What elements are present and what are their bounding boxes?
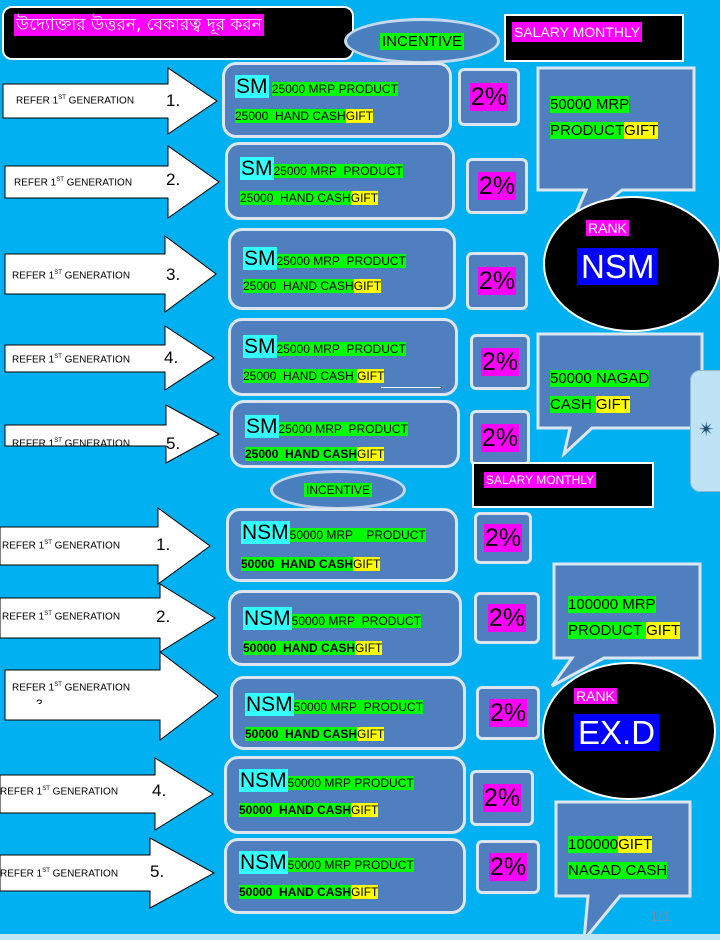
callout-nsm-reward1-text: 100000 MRP PRODUCT GIFT [568,596,681,639]
rank-name: EX.D [574,714,660,752]
percent-box: 2% [470,334,530,390]
rank-name: NSM [577,248,659,286]
nsm-card: NSM50000 MRP PRODUCT 50000 HAND CASHGIFT [226,508,458,582]
percent-box: 2% [476,686,540,740]
row-number: 3. [166,265,181,284]
nsm-card: NSM50000 MRP PRODUCT 50000 HAND CASHGIFT [224,756,466,834]
sm-card: SM 25000 MRP PRODUCT 25000 HAND CASHGIFT [222,62,452,138]
bottom-bar [0,934,720,940]
percent-box: 2% [466,252,528,310]
row-number: 4. [152,781,167,800]
arrow-sm-4 [4,325,215,391]
callout-sm-reward1-text: 50000 MRP PRODUCTGIFT [550,96,659,139]
row-number: 2. [166,170,181,189]
incentive-oval-top: INCENTIVE [344,18,500,64]
sm-card: SM25000 MRP PRODUCT 25000 HAND CASH GIFT [228,318,458,396]
arrow-nsm-1 [0,507,211,585]
row-number: 1. [156,535,171,554]
incentive-label: INCENTIVE [379,32,464,50]
side-panel-handle[interactable] [690,370,720,492]
arrow-sm-3 [4,235,217,313]
sm-card: SM25000 MRP PRODUCT 25000 HAND CASHGIFT [230,400,460,468]
page-title: উদ্যোক্তার উত্তরন, বেকারত্ব দূর করন [14,14,264,36]
row-number: 5. [150,862,165,881]
refer-label: REFER 1ST GENERATION [12,354,131,366]
refer-label: REFER 1ST GENERATION [2,540,121,552]
rank-label: RANK [574,688,617,704]
row-number: 4. [164,348,179,367]
row-number: 3. [36,697,46,704]
percent-box: 2% [476,840,540,894]
accessibility-icon[interactable]: ✴ [698,419,715,441]
refer-label: REFER 1ST GENERATION [14,177,133,189]
refer-label: REFER 1ST GENERATION [0,868,119,880]
callout-sm-reward2-text: 50000 NAGAD CASH GIFT [550,370,650,413]
percent-box: 2% [474,592,540,644]
row-number: 1. [166,91,181,110]
page-indicator: 1/1 [650,908,671,925]
sm-card: SM25000 MRP PRODUCT 25000 HAND CASHGIFT [228,228,456,310]
refer-label: REFER 1ST GENERATION [0,786,119,798]
divider [381,387,441,388]
callout-nsm-reward2-text: 100000GIFT NAGAD CASH [568,836,668,879]
refer-label: REFER 1ST GENERATION [12,270,131,282]
arrow-sm-5 [4,404,221,464]
percent-box: 2% [470,410,530,466]
refer-label: REFER 1ST GENERATION [2,611,121,623]
percent-box: 2% [470,770,534,826]
refer-label: REFER 1ST GENERATION [16,95,135,107]
percent-box: 2% [466,158,528,214]
nsm-card: NSM50000 MRP PRODUCT 50000 HAND CASHGIFT [230,676,466,750]
row-number: 2. [156,607,171,626]
salary-monthly-label: SALARY MONTHLY [512,22,643,42]
rank-label: RANK [586,220,629,236]
arrow-sm-1 [2,67,218,135]
percent-box: 2% [474,512,532,564]
salary-monthly-box-top: SALARY MONTHLY [504,14,684,62]
percent-box: 2% [458,68,520,126]
arrow-nsm-2 [0,583,216,653]
refer-label: REFER 1ST GENERATION [12,438,131,450]
sm-card: SM25000 MRP PRODUCT 25000 HAND CASHGIFT [225,142,455,220]
callout-sm-reward2 [536,332,704,459]
incentive-oval-mid: INCENTIVE [270,470,406,510]
nsm-card: NSM50000 MRP PRODUCT 50000 HAND CASHGIFT [228,590,462,666]
arrow-nsm-3 [4,650,219,742]
row-number: 5. [166,434,181,453]
salary-monthly-box-mid: SALARY MONTHLY [472,462,654,508]
arrow-nsm-4 [0,757,214,831]
arrow-nsm-5 [0,837,216,909]
arrow-sm-2 [4,145,220,219]
refer-label: REFER 1ST GENERATION [12,682,131,694]
nsm-card: NSM50000 MRP PRODUCT 50000 HAND CASHGIFT [224,838,466,914]
